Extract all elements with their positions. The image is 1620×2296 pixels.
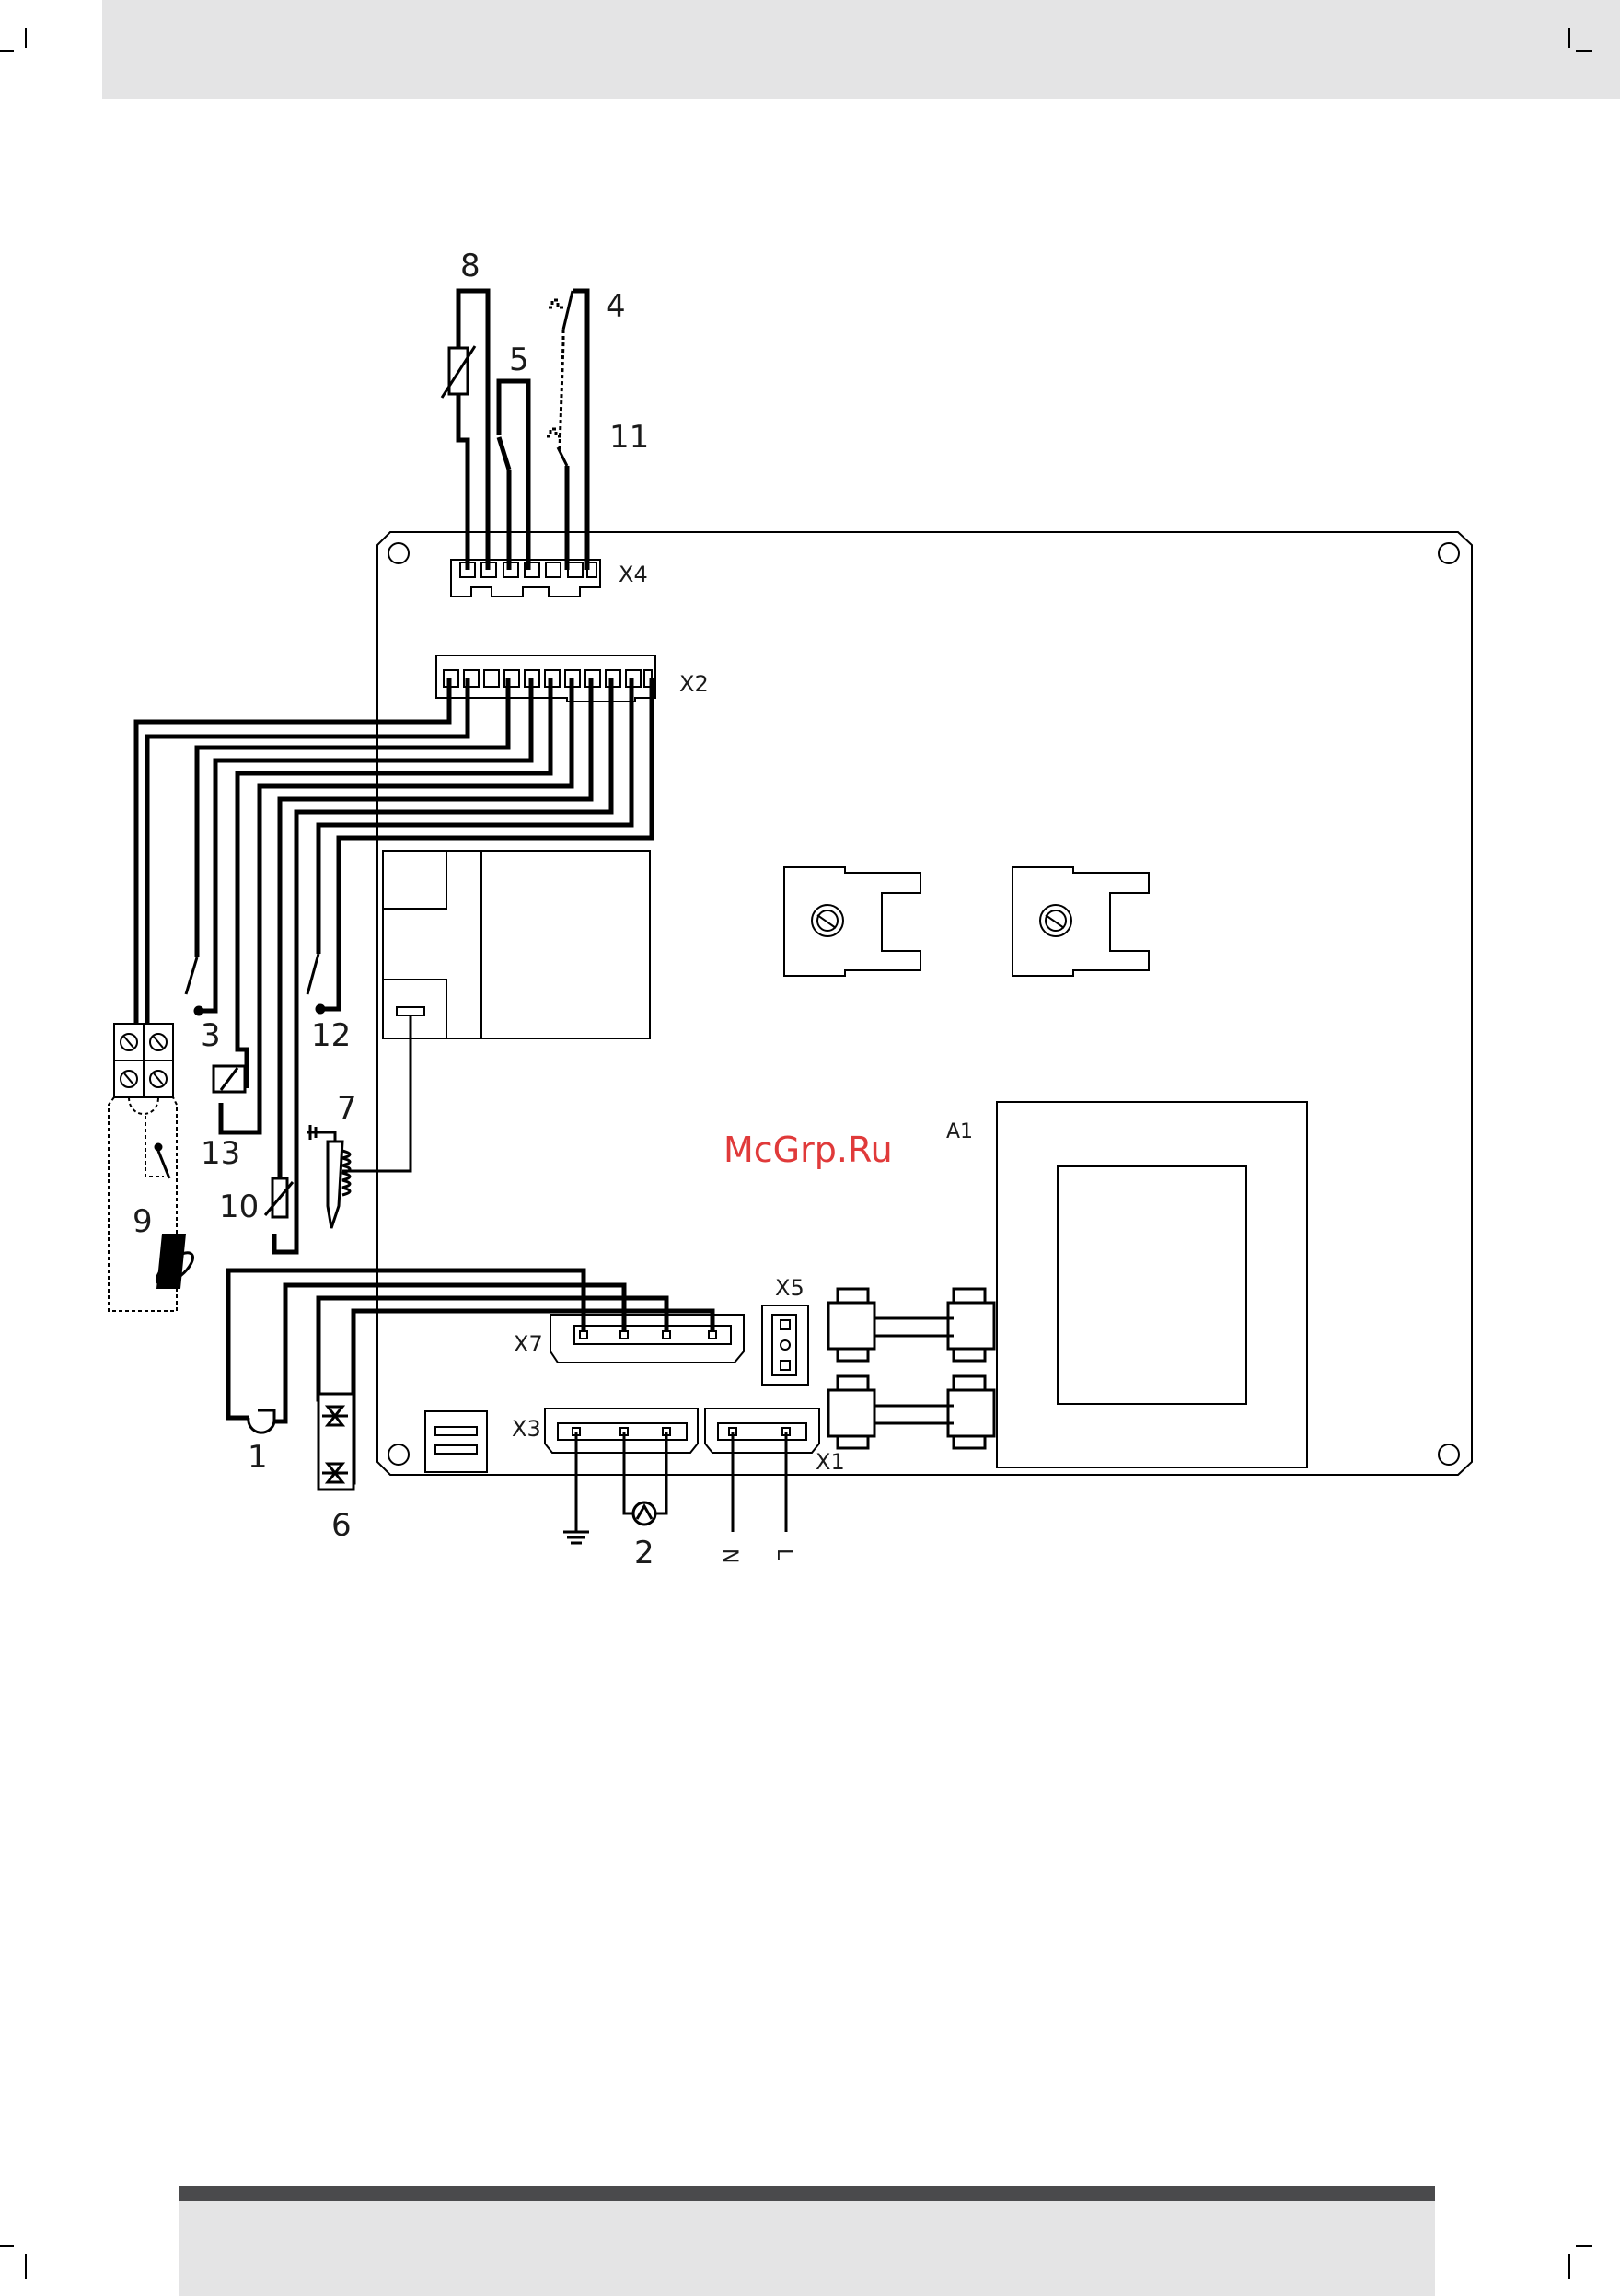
label-10: 10 — [219, 1189, 259, 1225]
connector-x3 — [545, 1409, 698, 1453]
label-11: 11 — [609, 419, 649, 456]
fuse-holder-1 — [784, 867, 920, 976]
fan-1 — [249, 1410, 274, 1432]
relay-coil-13 — [214, 1066, 245, 1092]
watermark: McGrp.Ru — [723, 1130, 893, 1170]
x4-label: X4 — [619, 562, 648, 587]
live-label: L — [772, 1548, 795, 1560]
connector-x1 — [705, 1409, 819, 1453]
relay-block — [383, 851, 650, 1038]
limit-switch-4 — [549, 291, 573, 342]
label-6: 6 — [331, 1507, 352, 1544]
x1-label: X1 — [816, 1449, 845, 1475]
connector-x4 — [451, 560, 600, 597]
terminal-block-9 — [114, 1024, 173, 1097]
label-7: 7 — [337, 1090, 357, 1127]
x7-wiring — [228, 1270, 712, 1482]
label-9: 9 — [133, 1203, 153, 1240]
pump-2 — [633, 1502, 655, 1525]
connector-x5 — [762, 1305, 808, 1385]
label-2: 2 — [634, 1535, 654, 1571]
label-1: 1 — [248, 1439, 268, 1476]
label-5: 5 — [509, 342, 529, 378]
switch-3 — [186, 957, 202, 1015]
x4-wiring — [458, 291, 587, 570]
thermistor-10 — [265, 1178, 293, 1217]
board-fuse — [425, 1411, 487, 1472]
x2-label: X2 — [679, 671, 709, 697]
fuse-holder-2 — [1012, 867, 1149, 976]
x1-wiring — [733, 1432, 786, 1532]
x5-label: X5 — [775, 1275, 804, 1301]
thermostat-sensor-icon — [152, 1234, 198, 1290]
x3-wiring — [563, 1432, 666, 1543]
switch-12 — [307, 954, 324, 1013]
fuse-clip-1 — [828, 1289, 994, 1361]
fuse-clip-2 — [828, 1376, 994, 1448]
label-13: 13 — [201, 1135, 240, 1172]
x7-label: X7 — [514, 1331, 543, 1357]
label-12: 12 — [311, 1017, 351, 1054]
gas-valve-6 — [318, 1394, 353, 1490]
label-8: 8 — [460, 248, 480, 284]
thermistor-8 — [442, 346, 475, 398]
label-3: 3 — [201, 1017, 221, 1054]
label-4: 4 — [606, 288, 626, 325]
transformer — [997, 1102, 1307, 1467]
x3-label: X3 — [512, 1416, 541, 1442]
neutral-label: N — [718, 1548, 741, 1563]
limit-switch-11 — [547, 342, 567, 466]
board-label-a1: A1 — [946, 1120, 973, 1143]
thermostat-switch-9 — [156, 1144, 169, 1178]
